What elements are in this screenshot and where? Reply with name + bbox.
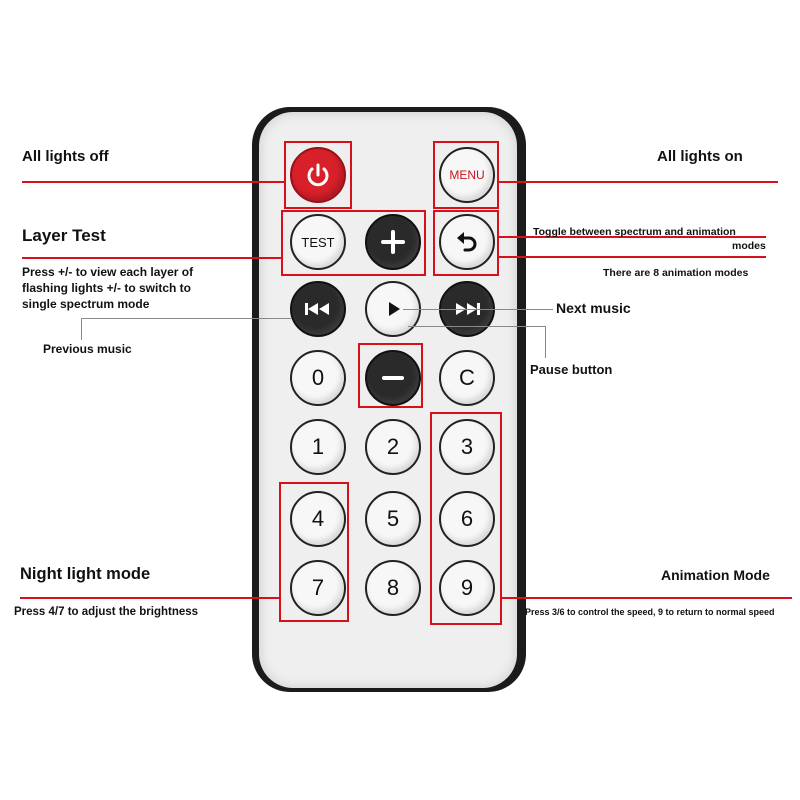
return-button[interactable]: [439, 214, 495, 270]
digit-6-label: 6: [460, 506, 474, 531]
menu-button-label: MENU: [449, 168, 485, 182]
digits-4-7-highlight-box: [279, 482, 349, 622]
digit-8-label: 8: [386, 575, 400, 600]
skip-back-icon: [305, 303, 329, 315]
digit-4-button[interactable]: 4: [290, 491, 346, 547]
digit-9-button[interactable]: 9: [439, 560, 495, 616]
night-light-line: [20, 597, 279, 599]
power-highlight-box: [284, 141, 352, 209]
night-light-mode-label: Night light mode: [20, 565, 151, 583]
plus-button[interactable]: [365, 214, 421, 270]
layer-test-desc-1: Press +/- to view each layer of: [22, 265, 194, 279]
digit-5-button[interactable]: 5: [365, 491, 421, 547]
next-music-label: Next music: [556, 300, 631, 316]
previous-music-label: Previous music: [43, 342, 132, 356]
digit-2-button[interactable]: 2: [365, 419, 421, 475]
digit-3-label: 3: [460, 434, 474, 459]
animation-count-label: There are 8 animation modes: [603, 267, 749, 279]
plus-icon: [381, 230, 405, 254]
pause-line-v: [545, 326, 546, 358]
all-lights-on-label: All lights on: [657, 148, 743, 165]
digit-6-button[interactable]: 6: [439, 491, 495, 547]
all-lights-off-line: [22, 181, 284, 183]
power-button[interactable]: [290, 147, 346, 203]
test-plus-highlight-box: [281, 210, 426, 276]
layer-test-line: [22, 257, 281, 259]
pause-button-label: Pause button: [530, 362, 613, 377]
digit-0-label: 0: [311, 365, 325, 390]
previous-music-line-v: [81, 318, 82, 340]
digit-8-button[interactable]: 8: [365, 560, 421, 616]
test-button-label: TEST: [301, 234, 335, 250]
menu-button[interactable]: MENU: [439, 147, 495, 203]
minus-highlight-box: [358, 343, 423, 408]
digit-0-button[interactable]: 0: [290, 350, 346, 406]
return-highlight-box: [433, 210, 499, 276]
previous-music-line-h: [81, 318, 291, 319]
layer-test-label: Layer Test: [22, 226, 106, 245]
toggle-desc-1: Toggle between spectrum and animation: [533, 226, 736, 238]
play-icon: [389, 302, 400, 316]
all-lights-off-label: All lights off: [22, 148, 109, 165]
digits-3-6-9-highlight-box: [430, 412, 502, 625]
pause-line-h: [408, 326, 546, 327]
digit-1-label: 1: [311, 434, 325, 459]
digit-1-button[interactable]: 1: [290, 419, 346, 475]
layer-test-desc-3: single spectrum mode: [22, 297, 150, 311]
minus-button[interactable]: [365, 350, 421, 406]
layer-test-desc-2: flashing lights +/- to switch to: [22, 281, 192, 295]
digit-7-button[interactable]: 7: [290, 560, 346, 616]
power-icon: [307, 163, 329, 187]
animation-mode-label: Animation Mode: [661, 567, 770, 583]
digit-7-label: 7: [311, 575, 325, 600]
test-button[interactable]: TEST: [290, 214, 346, 270]
animation-mode-desc: Press 3/6 to control the speed, 9 to ret…: [525, 607, 775, 617]
animation-mode-line: [502, 597, 792, 599]
clear-label: C: [459, 365, 475, 390]
clear-button[interactable]: C: [439, 350, 495, 406]
previous-button[interactable]: [290, 281, 346, 337]
digit-9-label: 9: [460, 575, 474, 600]
digit-4-label: 4: [311, 506, 325, 531]
animation-count-line: [499, 256, 766, 258]
menu-highlight-box: [433, 141, 499, 209]
toggle-line: [499, 236, 766, 238]
toggle-desc-2: modes: [732, 240, 766, 252]
digit-5-label: 5: [386, 506, 400, 531]
all-lights-on-line: [499, 181, 778, 183]
next-music-line: [403, 309, 553, 310]
digit-3-button[interactable]: 3: [439, 419, 495, 475]
night-light-desc: Press 4/7 to adjust the brightness: [14, 606, 199, 618]
return-arrow-icon: [457, 232, 477, 252]
digit-2-label: 2: [386, 434, 400, 459]
minus-icon: [382, 376, 404, 380]
